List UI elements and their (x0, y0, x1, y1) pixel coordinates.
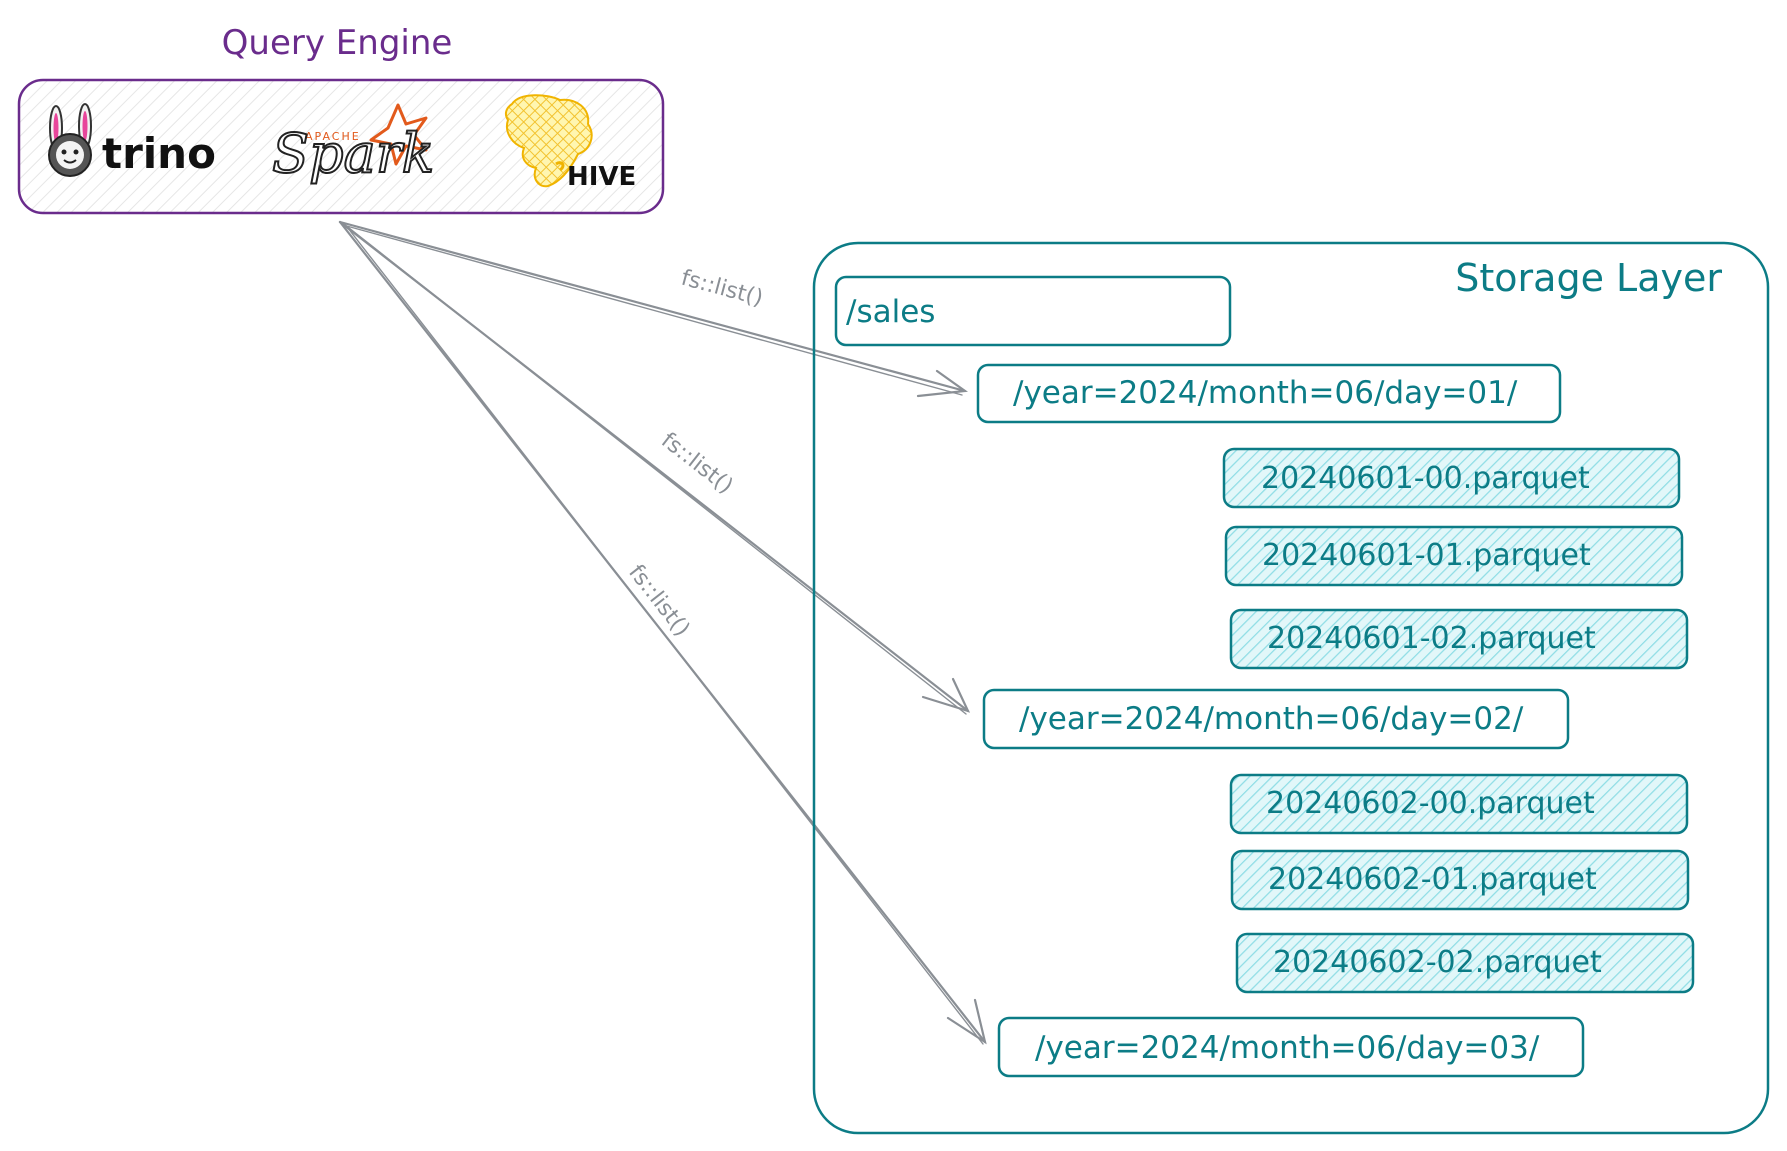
root-folder-label: /sales (846, 294, 935, 330)
storage-layer-box (812, 241, 1770, 1135)
file-20240602-01: 20240602-01.parquet (1230, 849, 1690, 911)
edge-label-1: fs::list() (678, 266, 765, 312)
storage-layer-title: Storage Layer (1455, 256, 1722, 300)
partition-2: /year=2024/month=06/day=02/ (982, 688, 1570, 750)
edge-1 (338, 220, 968, 398)
trino-label: trino (102, 129, 216, 178)
spark-label: Spark (272, 122, 434, 185)
trino-bunny-icon (48, 103, 92, 177)
file-20240601-02: 20240601-02.parquet (1229, 608, 1689, 670)
spark-star-icon (369, 103, 428, 166)
edge-2 (338, 220, 971, 715)
file-label: 20240601-02.parquet (1267, 621, 1596, 656)
hive-logo: HIVE (504, 94, 636, 192)
spark-logo: APACHE Spark (271, 103, 435, 186)
file-label: 20240601-01.parquet (1262, 538, 1591, 573)
storage-layer-group: Storage Layer /sales /year=2024/month=06… (812, 241, 1770, 1135)
edge-3 (338, 220, 987, 1045)
partition-1: /year=2024/month=06/day=01/ (976, 363, 1562, 424)
edges (338, 220, 987, 1045)
spark-apache-label: APACHE (305, 130, 361, 143)
file-20240601-01: 20240601-01.parquet (1224, 525, 1684, 587)
root-folder: /sales (834, 275, 1232, 347)
trino-logo: trino (48, 103, 216, 178)
file-label: 20240602-00.parquet (1266, 786, 1595, 821)
file-20240602-02: 20240602-02.parquet (1235, 932, 1695, 994)
file-label: 20240602-01.parquet (1268, 862, 1597, 897)
edge-label-3: fs::list() (623, 560, 694, 641)
file-label: 20240601-00.parquet (1261, 461, 1590, 496)
hive-bee-icon (504, 94, 593, 188)
query-engine-group: Query Engine trino APACHE Spark (17, 23, 665, 215)
file-20240601-00: 20240601-00.parquet (1222, 447, 1681, 509)
edge-label-2: fs::list() (656, 428, 737, 499)
partition-2-label: /year=2024/month=06/day=02/ (1019, 701, 1524, 737)
partition-3-label: /year=2024/month=06/day=03/ (1035, 1030, 1540, 1066)
query-engine-box (17, 78, 665, 215)
file-label: 20240602-02.parquet (1273, 945, 1602, 980)
file-20240602-00: 20240602-00.parquet (1229, 773, 1689, 835)
query-engine-title: Query Engine (222, 23, 453, 63)
partition-3: /year=2024/month=06/day=03/ (997, 1016, 1585, 1078)
hive-label: HIVE (567, 162, 636, 192)
partition-1-label: /year=2024/month=06/day=01/ (1013, 375, 1518, 411)
